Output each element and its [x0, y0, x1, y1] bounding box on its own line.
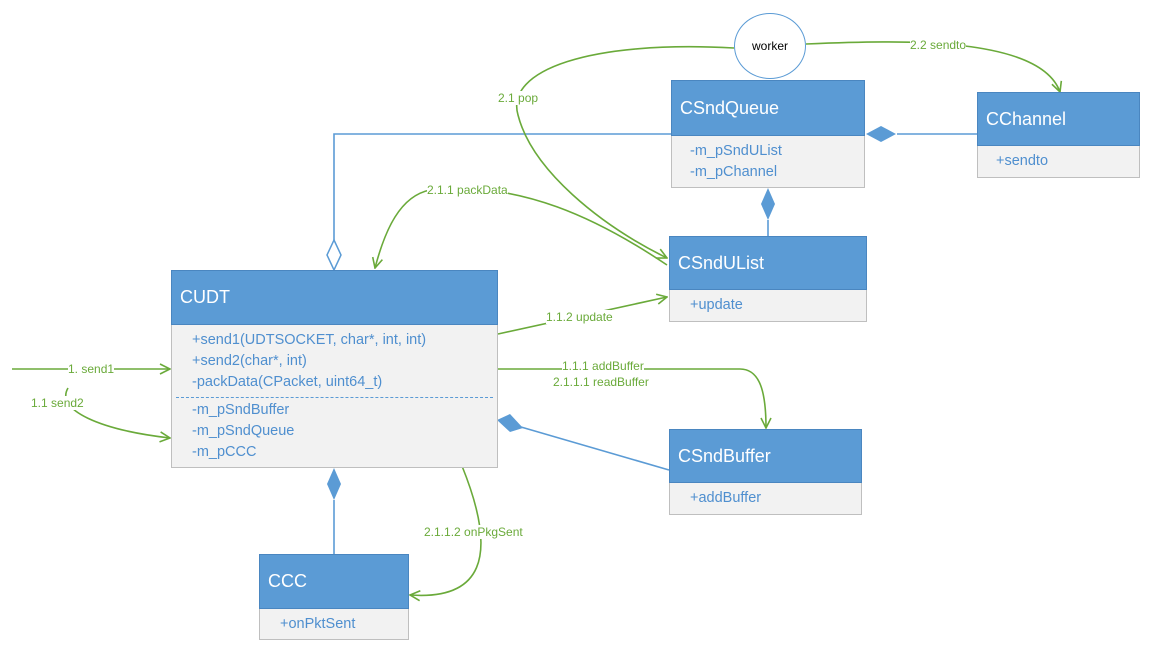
- class-csndqueue: CSndQueue -m_pSndUList -m_pChannel: [671, 80, 865, 188]
- cudt-field-sndqueue: -m_pSndQueue: [192, 423, 295, 439]
- label-send1: 1. send1: [68, 362, 115, 376]
- cudt-field-ccc: -m_pCCC: [192, 444, 257, 460]
- label-addbuffer: 1.1.1 addBuffer: [562, 359, 644, 373]
- cudt-method-send1: +send1(UDTSOCKET, char*, int, int): [192, 332, 427, 348]
- csndqueue-field-sndulist: -m_pSndUList: [690, 143, 782, 159]
- label-packdata: 2.1.1 packData: [427, 183, 508, 197]
- cudt-method-packdata: -packData(CPacket, uint64_t): [192, 374, 383, 390]
- label-sendto: 2.2 sendto: [910, 38, 967, 52]
- class-ccc-members: +onPktSent: [259, 609, 409, 640]
- class-ccc: CCC +onPktSent: [259, 554, 409, 640]
- class-cudt-members: +send1(UDTSOCKET, char*, int, int) +send…: [171, 325, 498, 468]
- class-cchannel-members: +sendto: [977, 146, 1140, 178]
- class-csndbuffer: CSndBuffer +addBuffer: [669, 429, 862, 515]
- aggregation-diamond: [326, 238, 342, 272]
- class-ccc-name: CCC: [259, 554, 409, 609]
- class-cchannel: CChannel +sendto: [977, 92, 1140, 178]
- composition-diamond-csndulist: [761, 188, 775, 220]
- cudt-method-send2: +send2(char*, int): [192, 353, 307, 369]
- cudt-csndqueue-aggregation-line: [333, 133, 671, 248]
- cudt-field-sndbuffer: -m_pSndBuffer: [192, 402, 290, 418]
- worker-thread-node: worker: [734, 13, 806, 79]
- cchannel-method-sendto: +sendto: [996, 153, 1049, 169]
- class-cudt: CUDT +send1(UDTSOCKET, char*, int, int) …: [171, 270, 498, 468]
- csndulist-method-update: +update: [690, 297, 743, 313]
- class-csndulist-members: +update: [669, 290, 867, 322]
- class-csndqueue-name: CSndQueue: [671, 80, 865, 136]
- cudt-csndbuffer-composition-line: [520, 426, 670, 471]
- class-csndulist: CSndUList +update: [669, 236, 867, 322]
- class-csndbuffer-members: +addBuffer: [669, 483, 862, 515]
- addbuffer-arrow: [498, 368, 766, 428]
- ccc-method-onpktsent: +onPktSent: [280, 616, 356, 632]
- class-csndqueue-members: -m_pSndUList -m_pChannel: [671, 136, 865, 188]
- class-csndbuffer-name: CSndBuffer: [669, 429, 862, 483]
- label-onpktsent: 2.1.1.2 onPkgSent: [424, 525, 523, 539]
- packdata-arrow: [375, 187, 668, 268]
- composition-diamond-ccc: [327, 468, 341, 500]
- label-update: 1.1.2 update: [546, 310, 613, 324]
- csndbuffer-method-addbuffer: +addBuffer: [690, 490, 762, 506]
- class-csndulist-name: CSndUList: [669, 236, 867, 290]
- csndqueue-field-channel: -m_pChannel: [690, 164, 778, 180]
- class-cchannel-name: CChannel: [977, 92, 1140, 146]
- send2-arrow: [65, 387, 170, 438]
- composition-diamond-csndbuffer: [497, 414, 523, 432]
- label-send2: 1.1 send2: [31, 396, 84, 410]
- cudt-divider: [176, 397, 493, 398]
- label-pop: 2.1 pop: [498, 91, 539, 105]
- onpktsent-arrow: [410, 465, 482, 595]
- pop-arrow: [515, 45, 735, 258]
- class-cudt-name: CUDT: [171, 270, 498, 325]
- label-readbuffer: 2.1.1.1 readBuffer: [553, 375, 649, 389]
- worker-label: worker: [751, 39, 788, 53]
- composition-diamond-cchannel: [866, 126, 896, 142]
